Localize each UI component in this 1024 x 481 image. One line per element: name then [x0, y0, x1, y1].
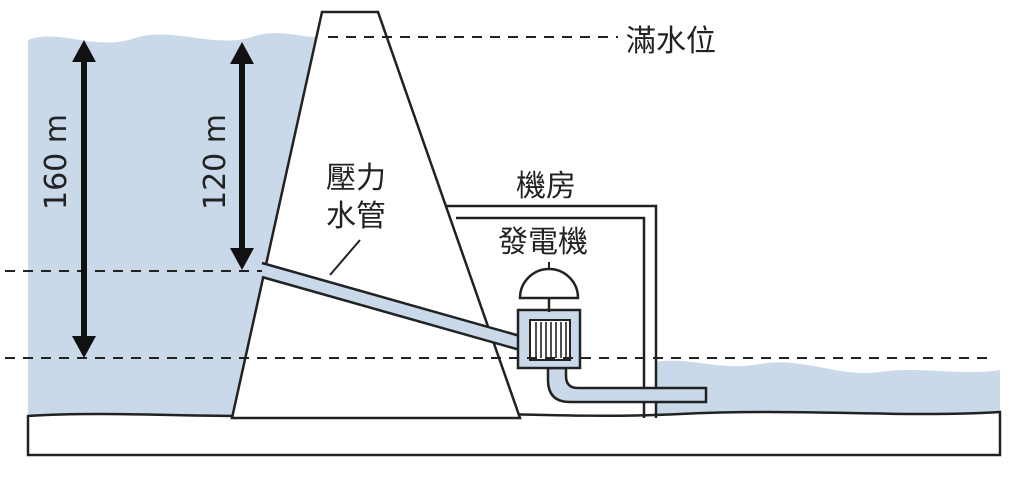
tailwater — [655, 360, 1000, 416]
turbine-blades — [535, 322, 567, 358]
outlet-pipe — [546, 366, 708, 404]
penstock-label-line1: 壓力 — [326, 161, 386, 196]
arrow-120 — [230, 42, 254, 270]
generator-dome — [518, 267, 580, 300]
reservoir-water — [28, 33, 320, 416]
generator-label: 發電機 — [498, 225, 588, 260]
powerhouse-wall-inner — [456, 216, 646, 418]
height-120-label: 120 m — [198, 114, 233, 210]
ground-base — [26, 410, 1002, 457]
height-160-label: 160 m — [39, 114, 74, 210]
penstock-pipe — [262, 263, 520, 350]
powerhouse-wall — [445, 204, 658, 418]
powerhouse-label: 機房 — [516, 169, 576, 204]
penstock-label-line2: 水管 — [326, 199, 386, 234]
full-water-level-label: 滿水位 — [626, 24, 716, 59]
penstock-leader — [329, 239, 361, 276]
arrow-160 — [72, 40, 96, 358]
